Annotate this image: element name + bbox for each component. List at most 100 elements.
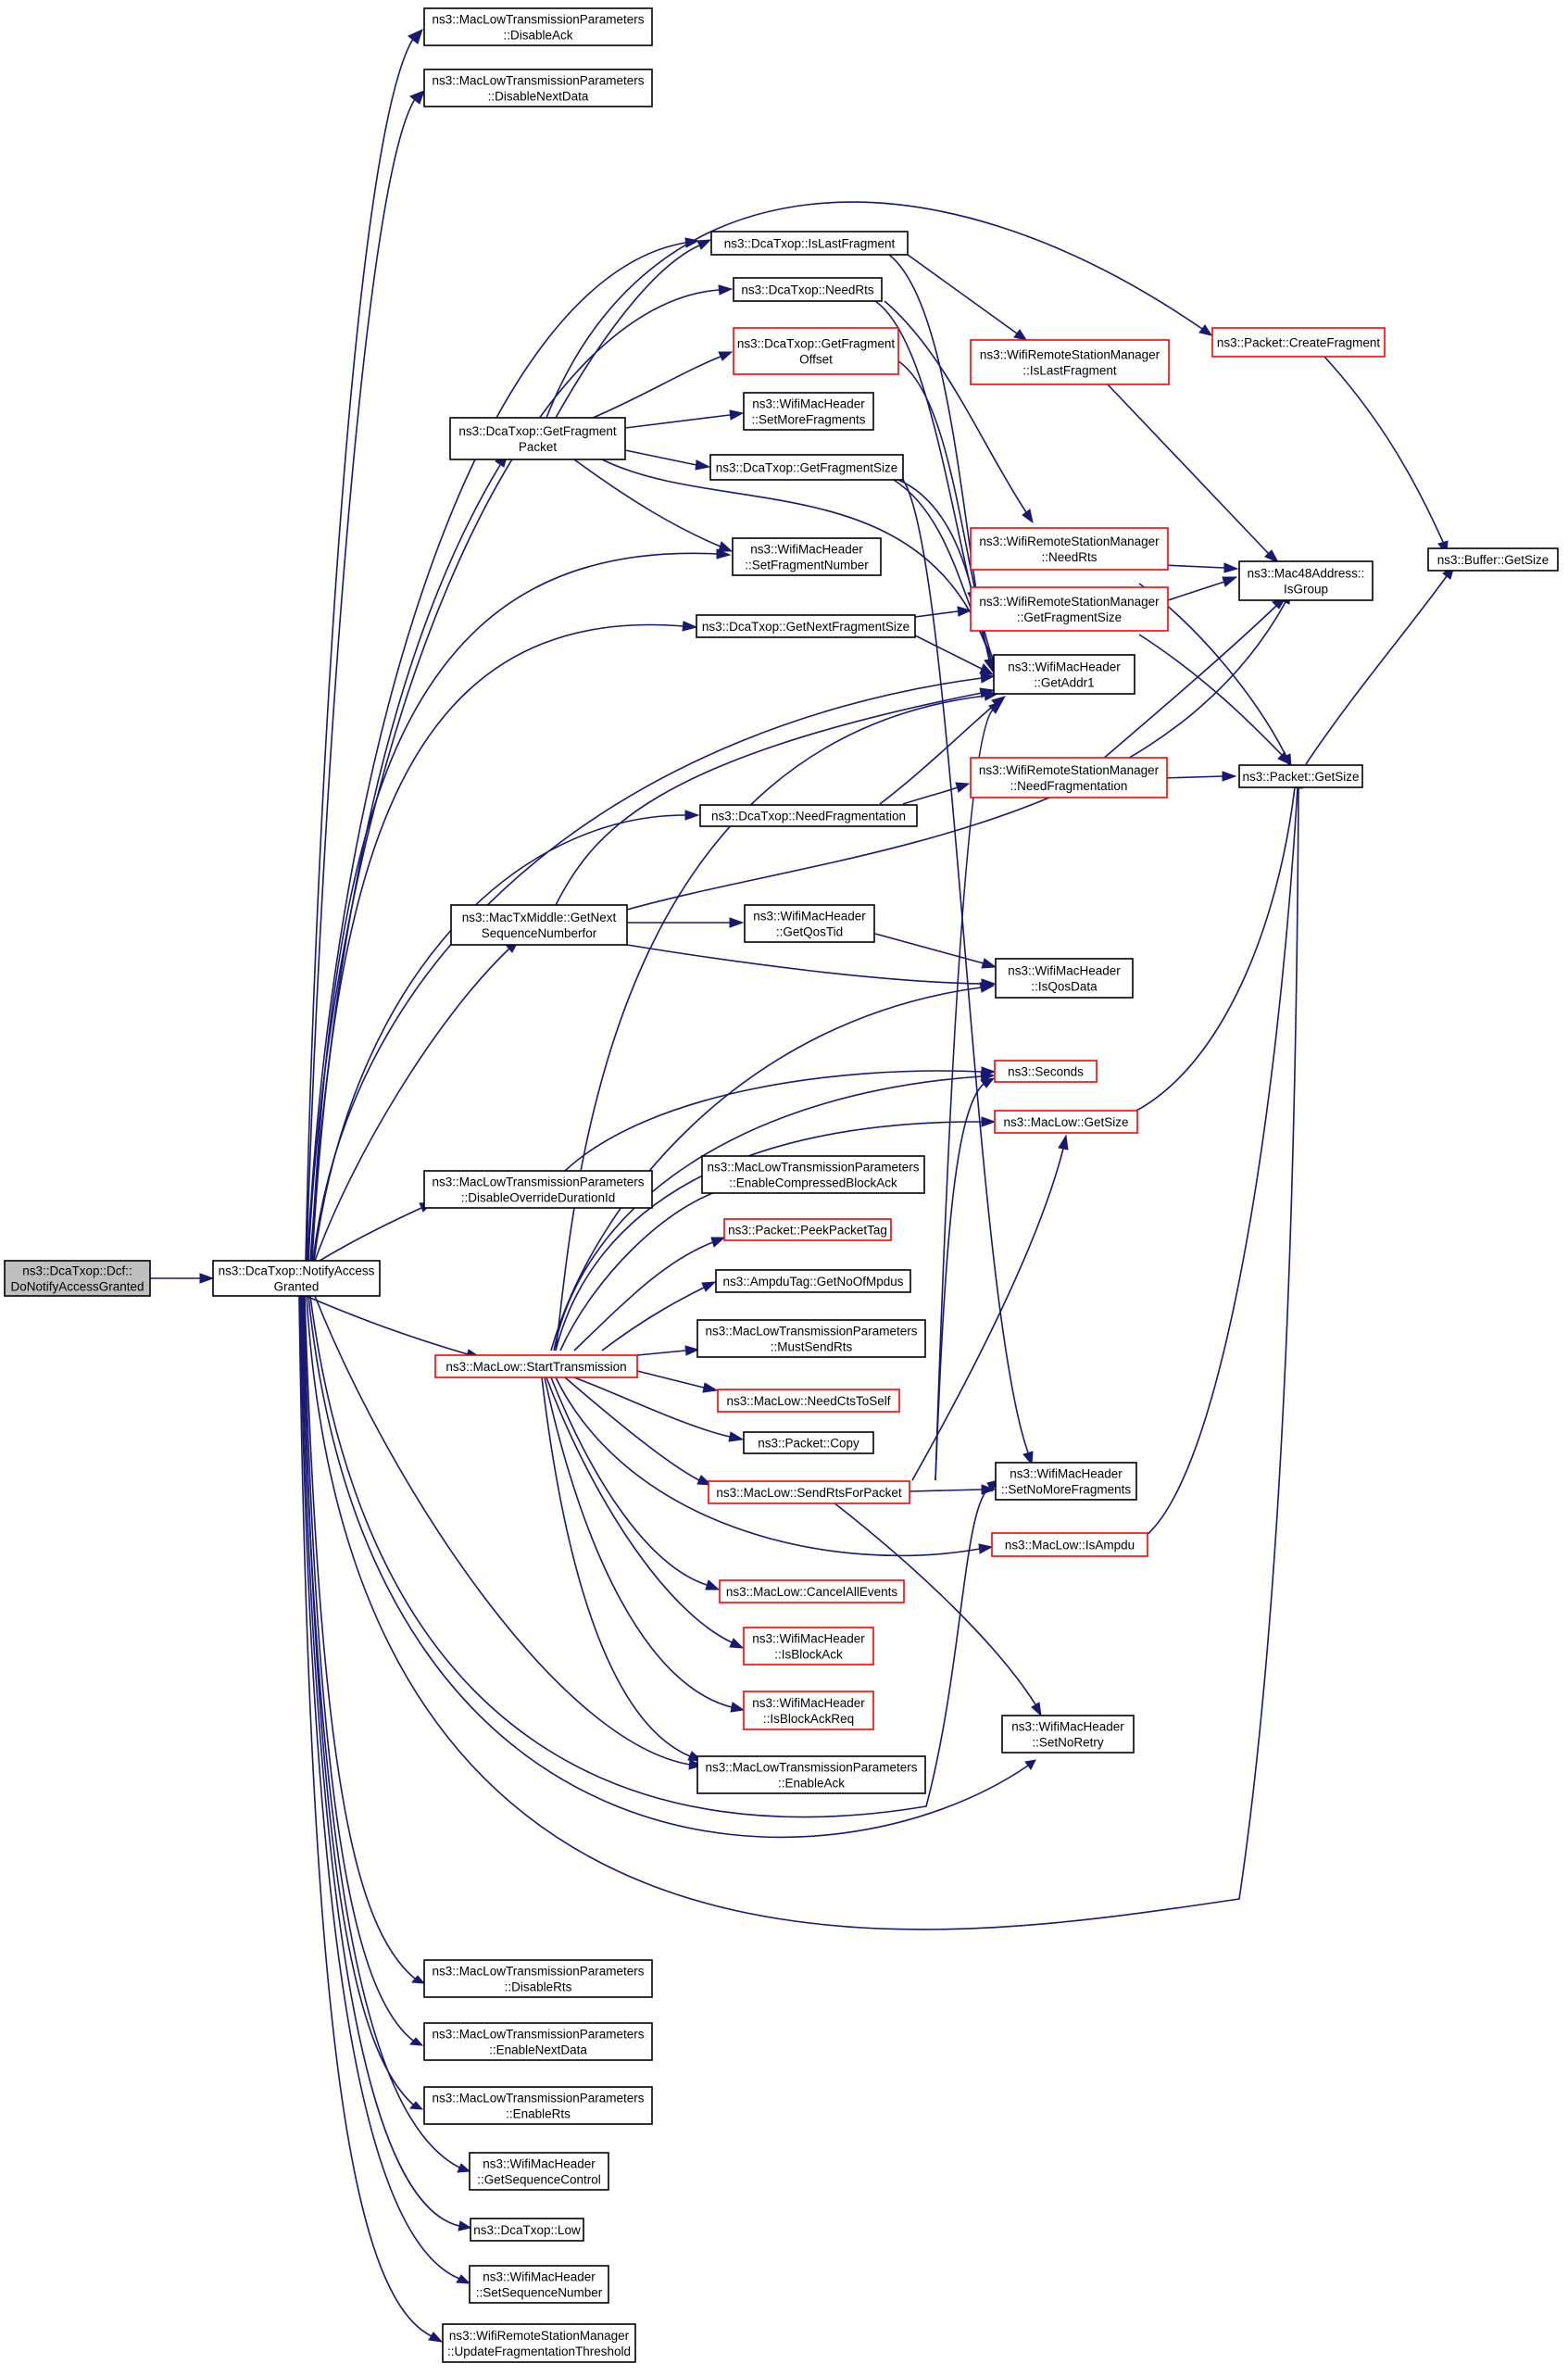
edge-mtm-isgroup: [626, 589, 1291, 911]
node-enack[interactable]: ns3::MacLowTransmissionParameters::Enabl…: [696, 1755, 926, 1794]
node-isba[interactable]: ns3::WifiMacHeader::IsBlockAck: [743, 1627, 874, 1666]
node-label: ns3::Packet::PeekPacketTag: [728, 1224, 887, 1238]
node-label: ns3::DcaTxop::GetNextFragmentSize: [702, 620, 909, 634]
call-edges: [150, 29, 1455, 2343]
node-needrts[interactable]: ns3::DcaTxop::NeedRts: [733, 277, 883, 302]
node-sfn[interactable]: ns3::WifiMacHeader::SetFragmentNumber: [732, 537, 882, 576]
node-enrts[interactable]: ns3::MacLowTransmissionParameters::Enabl…: [423, 2086, 653, 2125]
node-box: [743, 392, 874, 431]
node-disodi[interactable]: ns3::MacLowTransmissionParameters::Disab…: [423, 1170, 653, 1209]
node-sec[interactable]: ns3::Seconds: [994, 1060, 1098, 1083]
node-low[interactable]: ns3::DcaTxop::Low: [470, 2218, 584, 2242]
edge-nag-gnfs: [311, 621, 698, 1262]
node-gnfs[interactable]: ns3::DcaTxop::GetNextFragmentSize: [696, 614, 916, 638]
node-box: [701, 1155, 925, 1194]
edge-wrsm_ilf-isgroup: [1106, 383, 1280, 564]
node-label: ns3::WifiMacHeader: [1011, 1720, 1124, 1734]
node-gqt[interactable]: ns3::WifiMacHeader::GetQosTid: [744, 904, 875, 943]
node-disrts[interactable]: ns3::MacLowTransmissionParameters::Disab…: [423, 1959, 653, 1998]
node-label: ::GetAddr1: [1034, 676, 1094, 690]
node-mlgs[interactable]: ns3::MacLow::GetSize: [994, 1110, 1138, 1134]
edge-nag-st: [305, 1295, 482, 1360]
node-label: ::DisableNextData: [488, 90, 589, 104]
node-uft[interactable]: ns3::WifiRemoteStationManager::UpdateFra…: [442, 2323, 636, 2363]
node-disack[interactable]: ns3::MacLowTransmissionParameters::Disab…: [423, 7, 653, 46]
node-snmf[interactable]: ns3::WifiMacHeader::SetNoMoreFragments: [995, 1462, 1137, 1501]
node-label: ns3::Mac48Address::: [1248, 567, 1365, 581]
node-pgs[interactable]: ns3::Packet::GetSize: [1238, 764, 1363, 788]
node-gnom[interactable]: ns3::AmpduTag::GetNoOfMpdus: [715, 1269, 911, 1293]
edge-nag-islast: [307, 237, 700, 1262]
node-mtm[interactable]: ns3::MacTxMiddle::GetNextSequenceNumberf…: [450, 904, 628, 946]
node-box: [743, 1691, 874, 1730]
node-gfs[interactable]: ns3::DcaTxop::GetFragmentSize: [709, 454, 904, 481]
node-ssn[interactable]: ns3::WifiMacHeader::SetSequenceNumber: [469, 2265, 609, 2304]
node-st[interactable]: ns3::MacLow::StartTransmission: [434, 1354, 638, 1378]
node-box: [469, 2152, 609, 2191]
edge-mtm-gqt: [627, 917, 745, 928]
node-label: ns3::MacLowTransmissionParameters: [432, 74, 644, 88]
node-msr[interactable]: ns3::MacLowTransmissionParameters::MustS…: [696, 1319, 926, 1358]
node-islast[interactable]: ns3::DcaTxop::IsLastFragment: [710, 231, 909, 256]
edge-mlgs-pgs: [1134, 773, 1300, 1113]
node-box: [423, 7, 653, 46]
edge-dcf-nag: [150, 1273, 215, 1284]
node-wrsm-nr[interactable]: ns3::WifiRemoteStationManager::NeedRts: [970, 527, 1169, 571]
node-box: [1238, 764, 1363, 788]
edge-srfp-ga1: [935, 700, 1004, 1481]
node-label: ns3::DcaTxop::NeedRts: [741, 283, 874, 297]
node-box: [991, 1532, 1148, 1557]
node-bgs[interactable]: ns3::Buffer::GetSize: [1427, 547, 1559, 572]
node-gsc[interactable]: ns3::WifiMacHeader::GetSequenceControl: [469, 2152, 609, 2191]
node-label: ::MustSendRts: [771, 1340, 853, 1354]
node-label: ::GetSequenceControl: [477, 2173, 601, 2187]
node-iqd[interactable]: ns3::WifiMacHeader::IsQosData: [995, 958, 1134, 999]
edge-st-sec: [553, 1071, 996, 1351]
node-ennd[interactable]: ns3::MacLowTransmissionParameters::Enabl…: [423, 2022, 653, 2061]
call-graph-nodes: ns3::DcaTxop::Dcf::DoNotifyAccessGranted…: [4, 7, 1559, 2363]
node-needfrag[interactable]: ns3::DcaTxop::NeedFragmentation: [699, 804, 918, 827]
node-label: ns3::MacLowTransmissionParameters: [707, 1161, 919, 1175]
node-snr[interactable]: ns3::WifiMacHeader::SetNoRetry: [1001, 1715, 1135, 1754]
node-ecba[interactable]: ns3::MacLowTransmissionParameters::Enabl…: [701, 1155, 925, 1194]
node-label: ns3::WifiRemoteStationManager: [979, 534, 1160, 548]
node-label: ns3::DcaTxop::GetFragment: [458, 424, 617, 438]
edge-needrts-wrsm_nr: [884, 300, 1034, 524]
node-wrsm-ilf[interactable]: ns3::WifiRemoteStationManager::IsLastFra…: [970, 339, 1170, 385]
node-pcopy[interactable]: ns3::Packet::Copy: [743, 1431, 874, 1454]
node-box: [470, 2218, 584, 2242]
node-wrsm-gfs[interactable]: ns3::WifiRemoteStationManager::GetFragme…: [970, 586, 1169, 632]
edge-gfp-islast: [555, 239, 712, 419]
edge-nag-uft: [298, 1295, 444, 2343]
node-label: ns3::WifiMacHeader: [752, 1696, 865, 1710]
node-wrsm-nf[interactable]: ns3::WifiRemoteStationManager::NeedFragm…: [970, 757, 1168, 798]
node-pcf[interactable]: ns3::Packet::CreateFragment: [1211, 327, 1386, 358]
edge-gqt-iqd: [874, 933, 997, 969]
edge-nag-disrts: [304, 1295, 426, 1984]
node-isampdu[interactable]: ns3::MacLow::IsAmpdu: [991, 1532, 1148, 1557]
node-cae[interactable]: ns3::MacLow::CancelAllEvents: [719, 1579, 905, 1603]
edge-wrsm_nr-isgroup: [1161, 562, 1239, 573]
node-ncts[interactable]: ns3::MacLow::NeedCtsToSelf: [717, 1389, 900, 1413]
node-dcf[interactable]: ns3::DcaTxop::Dcf::DoNotifyAccessGranted: [4, 1260, 151, 1297]
node-box: [212, 1260, 381, 1297]
node-label: ns3::Packet::GetSize: [1242, 770, 1359, 784]
node-isgroup[interactable]: ns3::Mac48Address::IsGroup: [1238, 560, 1374, 601]
node-smf[interactable]: ns3::WifiMacHeader::SetMoreFragments: [743, 392, 874, 431]
node-ppt[interactable]: ns3::Packet::PeekPacketTag: [723, 1218, 892, 1241]
node-isbar[interactable]: ns3::WifiMacHeader::IsBlockAckReq: [743, 1691, 874, 1730]
node-label: ns3::MacLow::IsAmpdu: [1005, 1539, 1135, 1553]
node-disnd[interactable]: ns3::MacLowTransmissionParameters::Disab…: [423, 69, 653, 107]
node-nag[interactable]: ns3::DcaTxop::NotifyAccessGranted: [212, 1260, 381, 1297]
node-label: ::SetNoRetry: [1032, 1736, 1104, 1750]
node-srfp[interactable]: ns3::MacLow::SendRtsForPacket: [708, 1480, 910, 1504]
node-label: ::DisableOverrideDurationId: [461, 1191, 616, 1205]
node-ga1[interactable]: ns3::WifiMacHeader::GetAddr1: [993, 654, 1135, 695]
node-label: ::GetFragmentSize: [1017, 610, 1122, 624]
node-label: ns3::WifiRemoteStationManager: [449, 2329, 630, 2343]
node-label: ns3::MacLowTransmissionParameters: [432, 13, 644, 27]
node-label: ::GetQosTid: [776, 925, 843, 939]
node-box: [699, 804, 918, 827]
